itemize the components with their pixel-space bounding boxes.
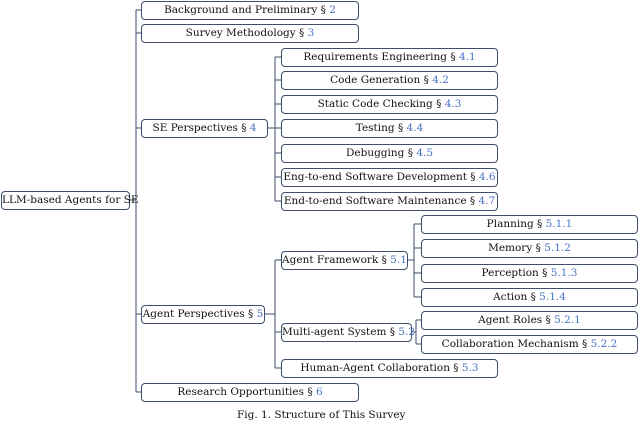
node-static-code-checking: Static Code Checking § 4.3: [281, 95, 498, 114]
node-action: Action § 5.1.4: [421, 288, 638, 307]
section-ref[interactable]: 5: [256, 308, 264, 320]
node-human-agent-collaboration: Human-Agent Collaboration § 5.3: [281, 359, 498, 378]
node-code-generation: Code Generation § 4.2: [281, 71, 498, 90]
section-ref[interactable]: 6: [315, 386, 323, 398]
node-se-perspectives: SE Perspectives § 4: [141, 119, 268, 138]
section-ref[interactable]: 4.6: [478, 171, 496, 183]
node-requirements-engineering: Requirements Engineering § 4.1: [281, 48, 498, 67]
section-ref[interactable]: 5.2.1: [554, 314, 581, 326]
node-background: Background and Preliminary § 2: [141, 1, 359, 20]
node-methodology: Survey Methodology § 3: [141, 24, 359, 43]
section-ref[interactable]: 5.1: [390, 254, 407, 266]
connector-multi-children: [412, 319, 421, 345]
section-ref[interactable]: 5.2.2: [590, 338, 618, 350]
section-ref[interactable]: 4: [249, 122, 257, 134]
node-collaboration-mechanism: Collaboration Mechanism § 5.2.2: [421, 335, 638, 354]
figure-caption: Fig. 1. Structure of This Survey: [237, 409, 406, 421]
connector-agent-children: [265, 259, 281, 369]
section-ref[interactable]: 4.7: [478, 195, 496, 207]
node-agent-roles: Agent Roles § 5.2.1: [421, 311, 638, 330]
section-ref[interactable]: 5.2: [398, 326, 416, 338]
connector-se-children: [268, 56, 281, 202]
root-node: LLM-based Agents for SE: [1, 191, 139, 210]
connector-framework-children: [408, 223, 421, 298]
section-ref[interactable]: 2: [329, 4, 336, 16]
section-ref[interactable]: 4.4: [406, 122, 424, 134]
node-perception: Perception § 5.1.3: [421, 264, 638, 283]
section-ref[interactable]: 5.3: [461, 362, 479, 374]
section-ref[interactable]: 5.1.4: [539, 291, 566, 303]
section-ref[interactable]: 5.1.3: [550, 267, 578, 279]
node-e2e-development: Eng-to-end Software Development § 4.6: [281, 168, 498, 187]
node-testing: Testing § 4.4: [281, 119, 498, 138]
section-ref[interactable]: 4.1: [458, 51, 476, 63]
node-agent-perspectives: Agent Perspectives § 5: [141, 305, 265, 324]
section-ref[interactable]: 4.3: [444, 98, 462, 110]
root-label: LLM-based Agents for SE: [2, 194, 139, 206]
connector-root-level1: [130, 9, 141, 393]
section-ref[interactable]: 5.1.1: [545, 218, 573, 230]
section-ref[interactable]: 4.5: [416, 147, 434, 159]
node-agent-framework: Agent Framework § 5.1: [281, 251, 408, 270]
section-ref[interactable]: 5.1.2: [544, 242, 571, 254]
node-debugging: Debugging § 4.5: [281, 144, 498, 163]
node-e2e-maintenance: End-to-end Software Maintenance § 4.7: [281, 192, 498, 211]
node-memory: Memory § 5.1.2: [421, 239, 638, 258]
node-planning: Planning § 5.1.1: [421, 215, 638, 234]
node-multi-agent-system: Multi-agent System § 5.2: [281, 323, 416, 342]
section-ref[interactable]: 3: [307, 27, 315, 39]
node-research-opportunities: Research Opportunities § 6: [141, 383, 359, 402]
section-ref[interactable]: 4.2: [432, 74, 449, 86]
